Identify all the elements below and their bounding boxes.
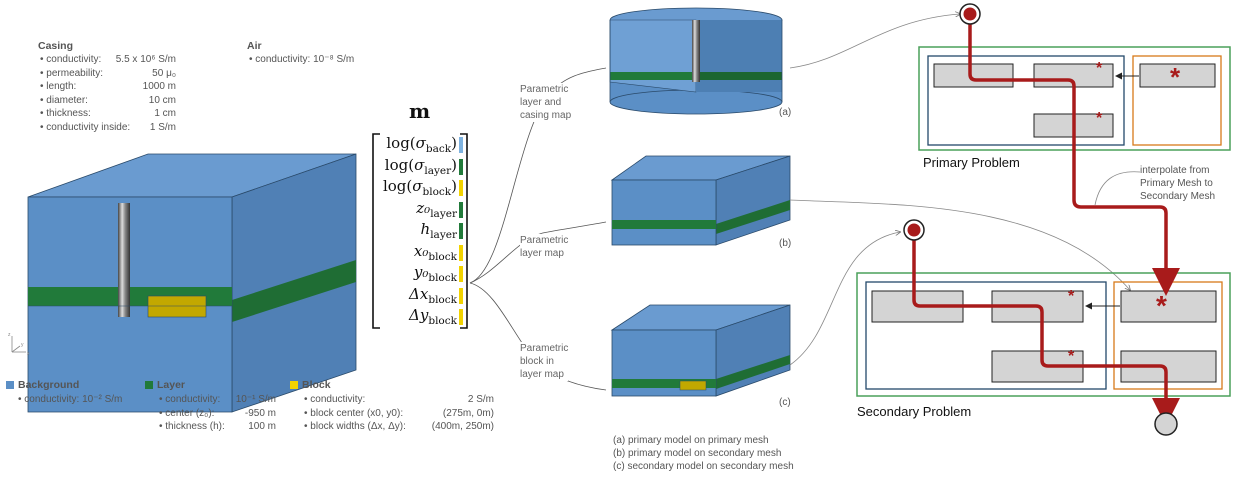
axis-triad [11, 336, 26, 353]
legend-background-row: • conductivity: 10⁻² S/m [18, 394, 123, 405]
axis-z-label: z [8, 332, 11, 338]
property-row: • conductivity: 5.5 x 10⁶ S/m [40, 54, 176, 66]
vector-entry-color-bar [459, 180, 463, 196]
property-value: -950 m [244, 407, 276, 419]
property-label: • block center (x0, y0): [304, 407, 404, 419]
vector-entry: z₀layer [416, 198, 457, 220]
vector-entry: hlayer [420, 220, 457, 241]
property-label: • conductivity: [40, 54, 102, 65]
casing-title: Casing [38, 40, 74, 52]
property-label: • conductivity inside: [40, 121, 131, 133]
property-value: 10⁻¹ S/m [235, 394, 276, 405]
panel-a-cylinder [609, 7, 783, 115]
panel-label-b: (b) [779, 238, 792, 249]
vector-entry-color-bar [459, 287, 463, 304]
vector-entry-color-bar [459, 158, 463, 175]
layer-swatch [145, 381, 153, 389]
property-value: (275m, 0m) [442, 407, 494, 419]
vector-entry-color-bar [459, 201, 463, 218]
vector-entry: Δxblock [409, 284, 457, 306]
caption-b: (b) primary model on secondary mesh [613, 448, 782, 459]
vector-entry-color-bar [459, 244, 463, 261]
caption-a: (a) primary model on primary mesh [613, 435, 769, 446]
vector-bracket [372, 133, 468, 329]
star-marker: * [1068, 348, 1075, 365]
property-label: • permeability: [40, 67, 103, 79]
vector-entry-color-bar [459, 309, 463, 325]
vector-entry: log(σblock) [382, 177, 457, 198]
property-value: 100 m [248, 421, 276, 432]
map-label: Parametric block in layer map [520, 342, 569, 381]
property-row: • thickness: 1 cm [40, 108, 176, 120]
property-row: • thickness (h): 100 m [159, 421, 276, 433]
axis-y-label: y [21, 342, 24, 348]
vector-entry: Δyblock [409, 306, 457, 327]
interpolate-note: interpolate from Primary Mesh to Seconda… [1140, 165, 1216, 202]
panel-label-a: (a) [779, 107, 792, 118]
main-model-block [27, 153, 357, 413]
background-swatch [6, 381, 14, 389]
vector-entry-color-bar [459, 266, 463, 282]
legend-layer-title: Layer [157, 379, 186, 391]
vector-entry: log(σlayer) [384, 155, 457, 177]
vector-entry: y₀block [413, 263, 457, 284]
property-value: 50 μ₀ [152, 67, 176, 79]
property-row: • block center (x0, y0): (275m, 0m) [304, 408, 494, 420]
vector-entry-color-bar [459, 137, 463, 153]
property-value: 2 S/m [467, 394, 494, 405]
property-value: 10 cm [148, 94, 176, 106]
star-marker: * [1170, 62, 1181, 92]
property-row: • length: 1000 m [40, 81, 176, 93]
property-row: • diameter: 10 cm [40, 95, 176, 107]
map-label: Parametric layer map [520, 234, 569, 260]
property-label: • thickness: [40, 108, 91, 119]
property-label: • block widths (Δx, Δy): [304, 421, 406, 432]
property-value: 5.5 x 10⁶ S/m [115, 54, 176, 65]
property-row: • permeability: 50 μ₀ [40, 68, 176, 80]
property-label: • diameter: [40, 94, 88, 106]
property-label: • length: [40, 81, 77, 92]
property-row: • center (z₀): -950 m [159, 408, 276, 420]
vector-entry: log(σback) [386, 134, 457, 155]
property-row: • conductivity: 2 S/m [304, 394, 494, 406]
vector-entry: x₀block [413, 241, 457, 263]
vector-entry-color-bar [459, 223, 463, 239]
star-marker: * [1156, 290, 1167, 321]
property-label: • conductivity: [159, 394, 221, 405]
star-marker: * [1068, 288, 1075, 305]
star-marker: * [1096, 60, 1103, 77]
property-value: (400m, 250m) [431, 421, 494, 432]
panel-label-c: (c) [779, 397, 791, 408]
legend-block-title: Block [302, 379, 331, 391]
secondary-problem-title: Secondary Problem [857, 404, 972, 419]
property-row: • conductivity: 10⁻¹ S/m [159, 394, 276, 406]
air-title: Air [247, 40, 262, 52]
property-value: 1000 m [142, 81, 176, 92]
legend-background-title: Background [18, 379, 80, 391]
axis-x-label: x [27, 351, 30, 357]
panel-c-block [610, 304, 791, 397]
air-conductivity: • conductivity: 10⁻⁸ S/m [249, 54, 355, 65]
map-label: Parametric layer and casing map [520, 83, 572, 122]
property-label: • conductivity: [304, 394, 366, 405]
primary-problem-title: Primary Problem [923, 155, 1020, 170]
property-label: • center (z₀): [159, 407, 215, 419]
property-value: 1 S/m [149, 121, 176, 133]
block-swatch [290, 381, 298, 389]
path-endpoints [903, 3, 1178, 436]
caption-c: (c) secondary model on secondary mesh [613, 461, 794, 472]
panel-b-block [610, 155, 791, 246]
star-marker: * [1096, 110, 1103, 127]
red-flow-path [912, 18, 1180, 426]
property-row: • conductivity inside: 1 S/m [40, 122, 176, 134]
property-value: 1 cm [154, 108, 176, 119]
property-row: • block widths (Δx, Δy): (400m, 250m) [304, 421, 494, 433]
property-label: • thickness (h): [159, 421, 225, 432]
vector-symbol: m [409, 99, 431, 123]
